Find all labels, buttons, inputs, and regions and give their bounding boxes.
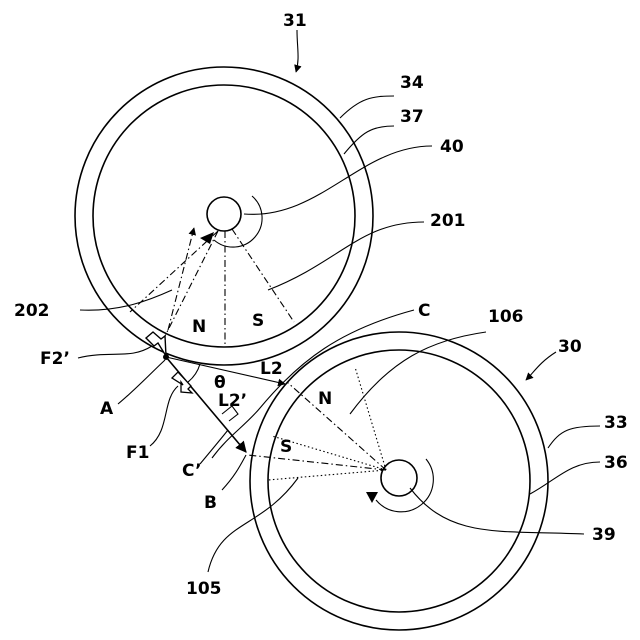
lower-pole-line-5 [268,470,386,480]
leader-201 [268,222,424,290]
theta-arc [188,364,200,382]
leader-33 [548,426,600,448]
upper-pole-arrow-line [168,228,194,330]
lower-pole-S: S [280,437,292,457]
contact-point-A [163,354,169,360]
leader-A [118,360,165,404]
lower-pole-line-1 [355,367,386,470]
label-F1: F1 [126,443,149,463]
leader-F1 [150,386,178,446]
label-A: A [100,399,114,419]
label-36: 36 [604,453,628,473]
leader-106 [350,332,486,414]
leader-36 [530,462,600,494]
label-33: 33 [604,413,628,433]
leader-Cp [200,430,228,464]
leader-F2p [78,346,152,358]
label-Cp: C’ [182,461,202,481]
label-39: 39 [592,525,616,545]
label-31: 31 [283,11,307,31]
upper-pole-line-1 [130,231,218,312]
leader-202 [80,290,172,310]
label-201: 201 [430,211,466,231]
label-B: B [204,493,217,513]
upper-pole-S: S [252,311,264,331]
leader-31 [296,30,298,72]
label-L2p: L2’ [218,391,247,411]
leader-39 [410,488,584,534]
upper-rotation-arrowhead [200,232,214,244]
leader-40 [244,146,432,214]
label-C: C [418,301,430,321]
upper-roller-inner-circle [93,85,355,347]
label-F2p: F2’ [40,349,70,369]
upper-pole-line-4 [232,229,294,322]
lower-roller-outer-circle [250,332,548,630]
upper-pole-line-2 [163,231,218,340]
label-202: 202 [14,301,50,321]
label-105: 105 [186,579,222,599]
label-37: 37 [400,107,424,127]
upper-roller-outer-circle [75,67,373,365]
upper-roller: N S [75,67,373,365]
leader-105 [208,478,298,572]
leader-30 [526,352,556,380]
label-106: 106 [488,307,524,327]
lower-rotation-arrowhead [366,492,378,503]
lower-roller-inner-circle [268,350,530,612]
leader-34 [340,96,394,118]
upper-pole-N: N [192,317,206,337]
label-40: 40 [440,137,464,157]
label-theta: θ [214,373,226,393]
leader-lines [78,30,600,572]
label-L2: L2 [260,359,283,379]
label-30: 30 [558,337,582,357]
lower-roller: N S [248,332,548,630]
upper-roller-shaft [207,197,241,231]
leader-B [222,455,246,490]
lower-pole-line-2 [287,382,386,470]
lower-pole-N: N [318,389,332,409]
label-34: 34 [400,73,424,93]
